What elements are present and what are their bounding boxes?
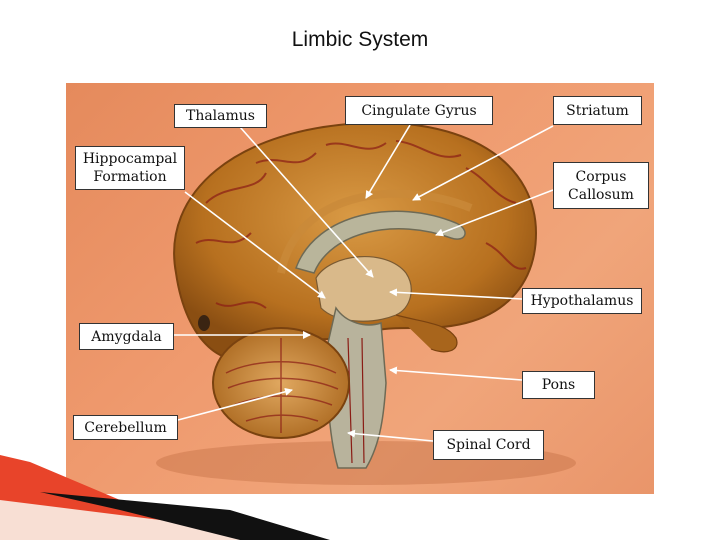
label-amygdala-text: Amygdala xyxy=(91,328,162,345)
label-spinal-cord-text: Spinal Cord xyxy=(446,437,531,453)
label-corpus-line1: Corpus xyxy=(575,168,627,185)
label-striatum-text: Striatum xyxy=(566,102,629,119)
label-hippocampal-line2: Formation xyxy=(93,169,167,185)
label-striatum: Striatum xyxy=(553,96,642,125)
slide-title: Limbic System xyxy=(291,28,429,51)
label-thalamus-text: Thalamus xyxy=(185,108,255,124)
label-thalamus: Thalamus xyxy=(174,104,267,128)
label-cerebellum: Cerebellum xyxy=(73,415,178,440)
label-hippocampal-formation: Hippocampal Formation xyxy=(75,146,185,190)
label-hypothalamus: Hypothalamus xyxy=(522,288,642,314)
label-cingulate-gyrus: Cingulate Gyrus xyxy=(345,96,493,125)
label-pons-text: Pons xyxy=(541,377,576,393)
label-hippocampal-line1: Hippocampal xyxy=(82,151,178,167)
label-pons: Pons xyxy=(522,371,595,399)
label-cerebellum-text: Cerebellum xyxy=(84,419,167,436)
label-amygdala: Amygdala xyxy=(79,323,174,350)
label-cingulate-text: Cingulate Gyrus xyxy=(361,102,477,119)
label-corpus-line2: Callosum xyxy=(568,186,634,203)
label-corpus-callosum: Corpus Callosum xyxy=(553,162,649,209)
label-spinal-cord: Spinal Cord xyxy=(433,430,544,460)
label-hypothalamus-text: Hypothalamus xyxy=(530,293,634,309)
